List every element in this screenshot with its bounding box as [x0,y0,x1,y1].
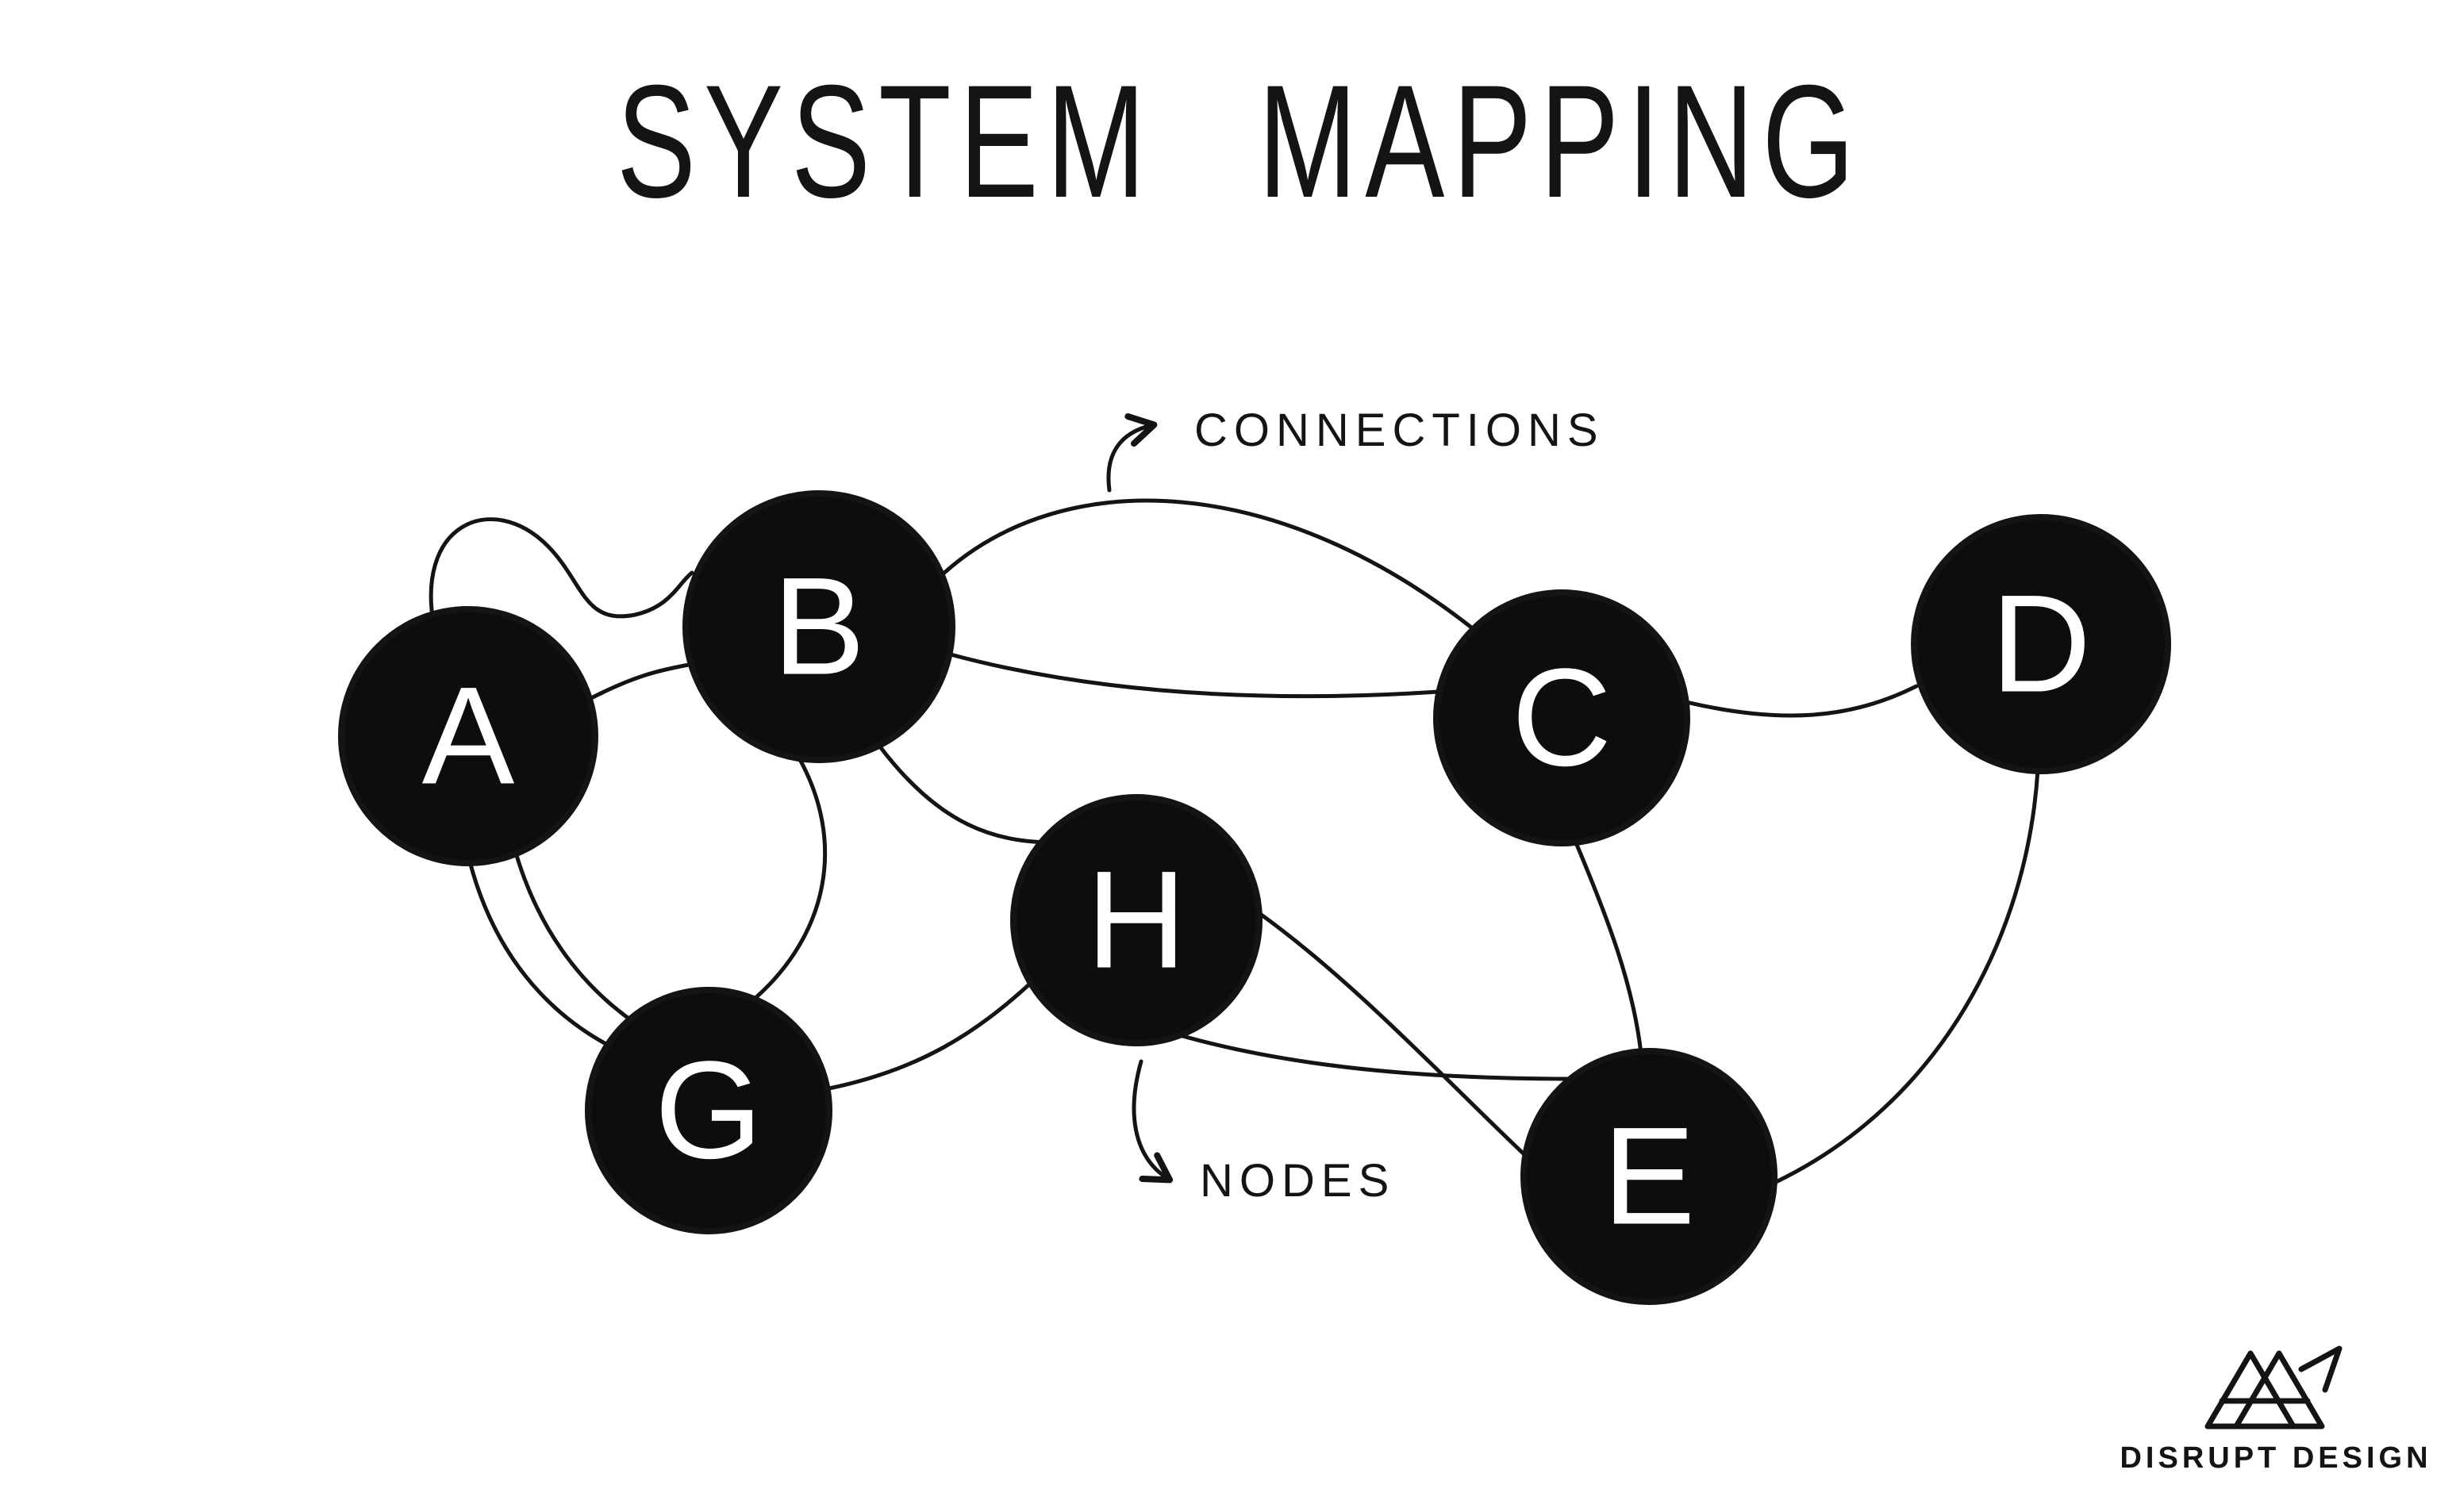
nodes-arrow [1132,1059,1174,1184]
disrupt-design-logo: DISRUPT DESIGN [2120,1345,2431,1475]
edge-A-G [512,845,636,1024]
node-circle [1520,1048,1778,1305]
edge-H-E [1258,911,1532,1162]
edge-B-G [753,753,828,1000]
node-H: H [1010,794,1263,1046]
node-E: E [1520,1048,1778,1305]
node-C: C [1433,589,1690,846]
node-circle [585,987,832,1234]
edge-C-D [1684,684,1919,718]
nodes-layer: A B C D E G H [338,490,2171,1305]
edge-B-C [942,498,1485,639]
node-circle [1911,514,2171,774]
node-label: G [655,1034,763,1188]
edge-C-E [1573,839,1643,1056]
node-circle [1010,794,1263,1046]
edge-A-B [429,517,694,633]
edge-A-B [589,662,691,700]
annotations-layer: CONNECTIONS NODES [1106,405,1605,1207]
node-A: A [338,606,598,866]
node-label: B [773,550,866,704]
node-label: D [1991,567,2091,722]
title-group: SYSTEM MAPPING [617,52,1862,231]
connections-layer [429,498,2040,1184]
node-B: B [682,490,955,763]
node-label: H [1086,843,1186,998]
edge-A-G [467,859,617,1051]
edge-B-H [877,743,1058,845]
logo-text: DISRUPT DESIGN [2120,1441,2431,1475]
nodes-label: NODES [1200,1155,1395,1207]
node-label: A [422,659,515,814]
edge-H-E [1164,1029,1574,1081]
node-circle [338,606,598,866]
connections-label: CONNECTIONS [1194,405,1605,456]
page-title: SYSTEM MAPPING [617,52,1862,231]
edge-G-H [827,981,1032,1091]
node-circle [1433,589,1690,846]
connections-arrow [1106,413,1158,493]
node-circle [682,490,955,763]
node-D: D [1911,514,2171,774]
edge-B-C [948,652,1440,699]
node-label: E [1603,1099,1696,1254]
node-G: G [585,987,832,1234]
node-label: C [1512,641,1612,796]
logo-mark-icon [2204,1345,2343,1429]
edge-D-E [1774,767,2040,1184]
